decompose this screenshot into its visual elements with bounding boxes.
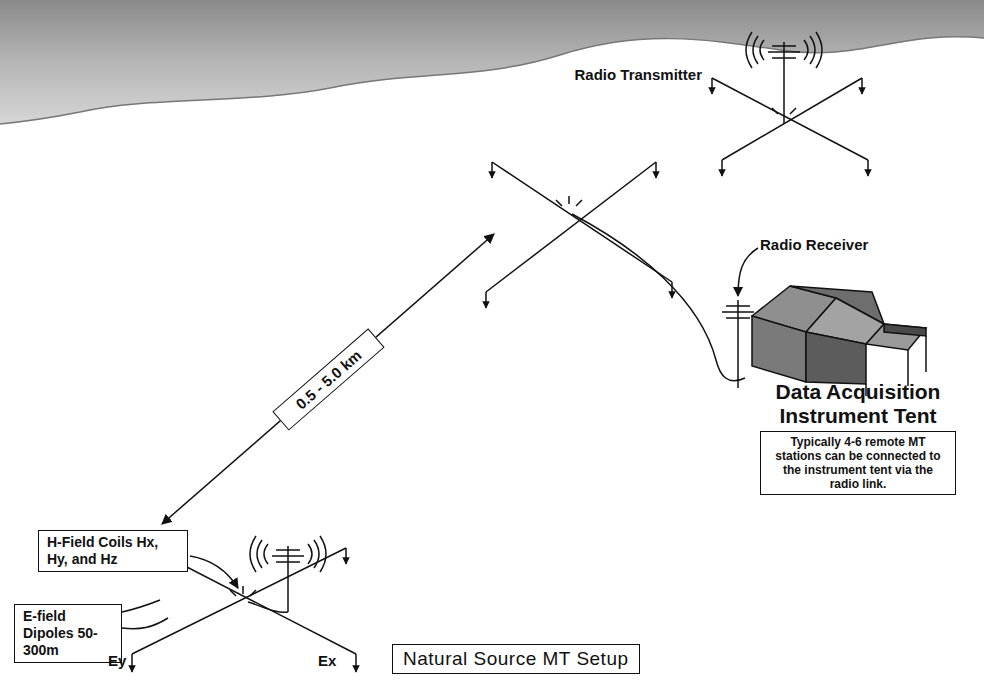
base-station <box>486 162 745 381</box>
axis-label: Ey <box>108 652 126 669</box>
axis-label: Ex <box>318 652 336 669</box>
distance-box: 0.5 - 5.0 km <box>272 328 384 430</box>
box-text: Data Acquisition Instrument Tent <box>760 380 956 428</box>
terrain-edge <box>0 37 984 124</box>
terrain-band <box>0 0 984 124</box>
receiver-label: Radio Receiver <box>760 236 868 253</box>
box-text: E-field Dipoles 50-300m <box>23 608 113 659</box>
title-box: Natural Source MT Setup <box>392 644 640 674</box>
tent-note: Data Acquisition Instrument TentTypicall… <box>760 380 956 495</box>
box-note: Typically 4-6 remote MT stations can be … <box>760 431 956 495</box>
box-text: H-Field Coils Hx, Hy, and Hz <box>47 534 179 568</box>
transmitter-label: Radio Transmitter <box>574 66 702 83</box>
instrument-tent <box>752 286 926 396</box>
transmitter-station <box>712 32 868 176</box>
distance-arrow <box>162 234 494 524</box>
e-field-box: E-field Dipoles 50-300m <box>14 604 122 663</box>
h-field-box: H-Field Coils Hx, Hy, and Hz <box>38 530 188 572</box>
box-text: Natural Source MT Setup <box>403 648 629 670</box>
box-text: 0.5 - 5.0 km <box>292 346 364 412</box>
